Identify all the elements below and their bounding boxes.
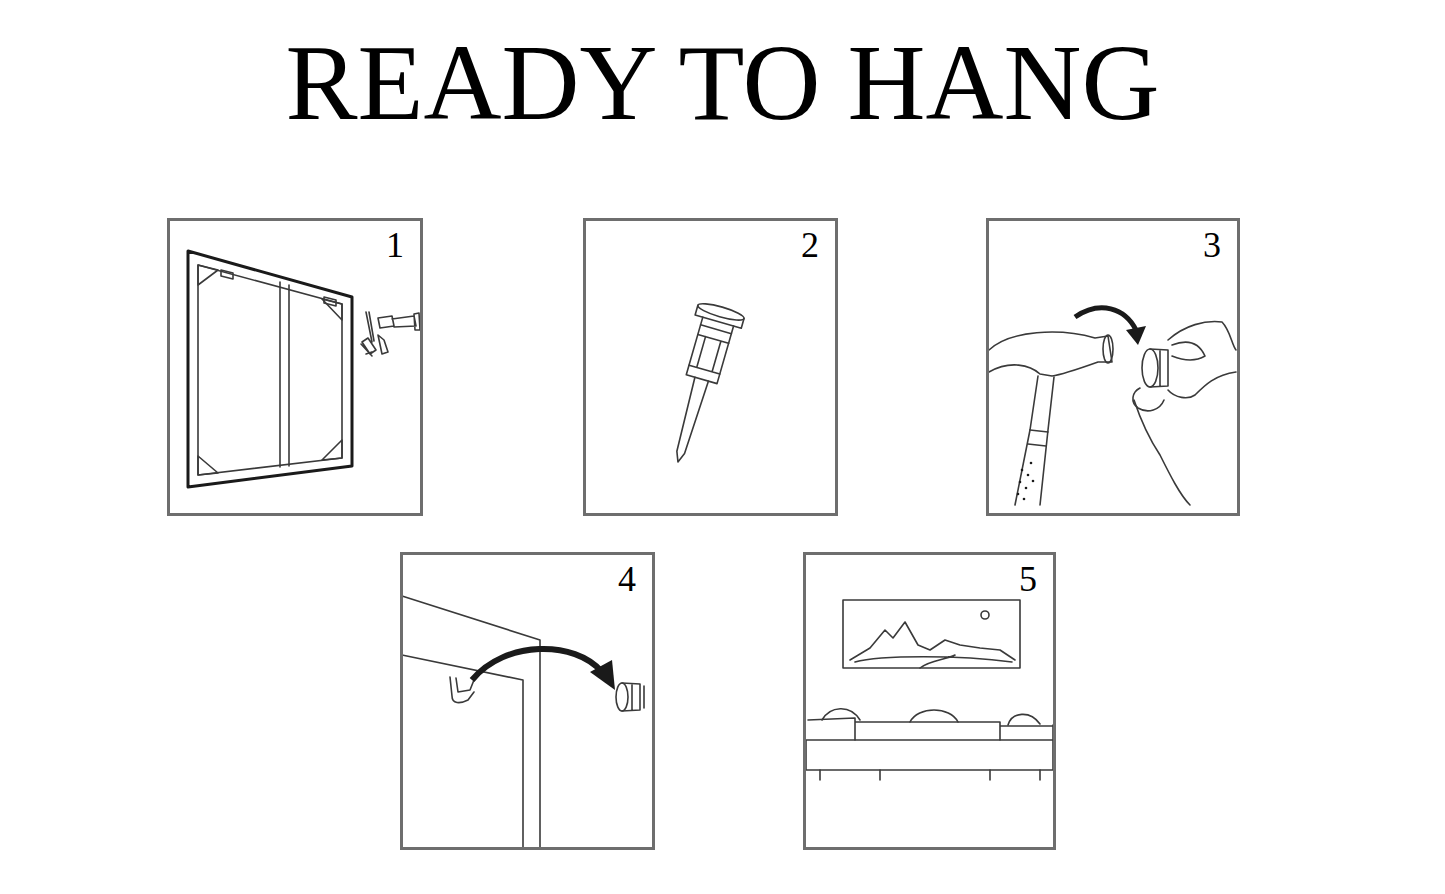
panel-box: 2 bbox=[583, 218, 838, 516]
panel-box: 5 bbox=[803, 552, 1056, 850]
nail-body bbox=[686, 317, 733, 383]
panel-box: 3 bbox=[986, 218, 1240, 516]
sun bbox=[981, 611, 989, 619]
hook bbox=[450, 677, 474, 703]
sofa-base bbox=[806, 725, 1053, 770]
hook-illustration bbox=[402, 596, 644, 849]
room-illustration bbox=[806, 600, 1053, 780]
frame-rail bbox=[280, 282, 289, 467]
hung-picture bbox=[843, 600, 1020, 668]
finger bbox=[1133, 388, 1164, 411]
hammer-face bbox=[1103, 335, 1113, 363]
nail-cap bbox=[697, 301, 746, 324]
hanger-button bbox=[616, 683, 628, 711]
screw-hardware bbox=[361, 312, 376, 356]
nail-rings bbox=[689, 325, 731, 374]
mountain-line bbox=[850, 622, 1015, 668]
hanger-button bbox=[622, 683, 644, 711]
hammer-grip bbox=[1028, 430, 1048, 446]
panel-box: 4 bbox=[400, 552, 655, 850]
arrow-head bbox=[1126, 326, 1146, 345]
frame-edge bbox=[402, 596, 540, 849]
hanger-button bbox=[1142, 349, 1158, 387]
title: READY TO HANG bbox=[0, 29, 1445, 137]
screw-hardware bbox=[378, 313, 420, 330]
nail-spike bbox=[671, 377, 708, 464]
step-number: 5 bbox=[1019, 561, 1037, 597]
curved-arrow bbox=[472, 649, 602, 680]
frame-inner bbox=[198, 265, 342, 475]
step-number: 2 bbox=[801, 227, 819, 263]
frame-outline bbox=[188, 251, 352, 487]
grip-dots bbox=[1017, 462, 1035, 501]
hanger-nail bbox=[655, 301, 746, 469]
screw-hardware bbox=[366, 335, 388, 354]
corner-braces bbox=[198, 265, 342, 475]
hammer-head bbox=[989, 332, 1112, 376]
hammer-illustration bbox=[989, 308, 1236, 505]
curved-arrow bbox=[1075, 308, 1136, 330]
step-number: 4 bbox=[618, 561, 636, 597]
hanger-button bbox=[1150, 349, 1168, 387]
frame-back-illustration bbox=[188, 251, 420, 487]
finger bbox=[1168, 322, 1236, 360]
step-number: 1 bbox=[386, 227, 404, 263]
arrow-head bbox=[590, 660, 615, 690]
step-number: 3 bbox=[1203, 227, 1221, 263]
sofa-back bbox=[808, 718, 1053, 740]
cushion bbox=[822, 709, 1040, 725]
hammer-handle bbox=[1015, 376, 1054, 505]
panel-box: 1 bbox=[167, 218, 423, 516]
finger bbox=[1134, 372, 1236, 505]
sofa-legs bbox=[820, 770, 1040, 780]
hanger-brackets bbox=[221, 270, 336, 306]
